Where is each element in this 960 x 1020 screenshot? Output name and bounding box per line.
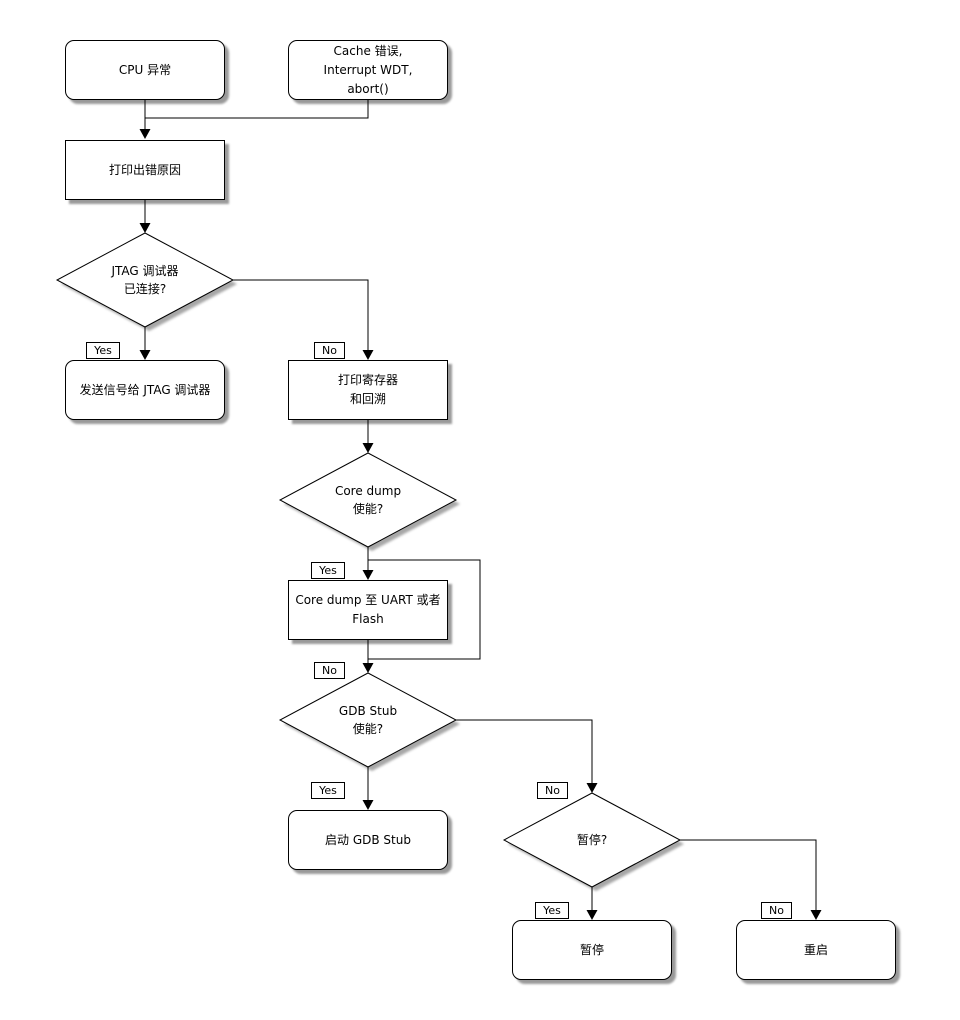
edge-label-halt-no: No: [761, 902, 792, 919]
edge-halt-no: [680, 839, 817, 910]
arrowhead-into-coredump-diamond: [362, 443, 374, 453]
arrowhead-into-jtag-diamond: [139, 223, 151, 233]
edge-label-gdbstub-yes: Yes: [311, 782, 345, 799]
node-send-signal-jtag: 发送信号给 JTAG 调试器: [65, 360, 225, 420]
edge-jtag-no: [233, 279, 369, 350]
node-label: Core dump 至 UART 或者 Flash: [295, 593, 441, 626]
edge-gdbstub-no: [456, 719, 593, 783]
arrowhead-into-print-reason: [139, 129, 151, 139]
arrowhead-into-halt-diamond: [586, 783, 598, 793]
gdbstub-enabled-label: GDB Stub 使能?: [338, 704, 398, 736]
edge-label-jtag-no: No: [314, 342, 345, 359]
edge-label-halt-yes: Yes: [535, 902, 569, 919]
halt-question-label: 暂停?: [576, 833, 608, 847]
gdbstub-enabled-diamond: [278, 672, 458, 768]
node-cpu-exception: CPU 异常: [65, 40, 225, 100]
node-label: 启动 GDB Stub: [325, 832, 411, 847]
node-cache-error: Cache 错误, Interrupt WDT, abort(): [288, 40, 448, 100]
edge-label-gdbstub-no: No: [537, 782, 568, 799]
edge-cache-join: [145, 100, 369, 119]
arrowhead-into-gdbstub-diamond: [362, 663, 374, 673]
node-label: 打印出错原因: [108, 162, 181, 177]
coredump-enabled-diamond: [278, 452, 458, 548]
arrowhead-into-reboot: [810, 910, 822, 920]
jtag-connected-diamond: [55, 232, 235, 328]
edge-label-coredump-no: No: [314, 662, 345, 679]
node-print-reason: 打印出错原因: [65, 140, 225, 200]
node-label: 暂停: [579, 942, 604, 957]
coredump-enabled-label: Core dump 使能?: [334, 484, 402, 516]
edge-coredump-no-bypass: [368, 559, 481, 660]
edge-label-coredump-yes: Yes: [311, 562, 345, 579]
node-label: 重启: [803, 942, 828, 957]
node-coredump-uart-flash: Core dump 至 UART 或者 Flash: [288, 580, 448, 640]
halt-question-diamond: [502, 792, 682, 888]
node-label: CPU 异常: [118, 62, 172, 77]
arrowhead-into-print-registers: [362, 350, 374, 360]
node-halt: 暂停: [512, 920, 672, 980]
node-label: 发送信号给 JTAG 调试器: [79, 382, 211, 397]
arrowhead-into-halt: [586, 910, 598, 920]
node-label: 打印寄存器 和回溯: [337, 373, 398, 406]
node-reboot: 重启: [736, 920, 896, 980]
node-label: Cache 错误, Interrupt WDT, abort(): [323, 43, 413, 96]
node-print-registers: 打印寄存器 和回溯: [288, 360, 448, 420]
arrowhead-into-send-signal: [139, 350, 151, 360]
jtag-connected-label: JTAG 调试器 已连接?: [111, 264, 179, 296]
node-start-gdbstub: 启动 GDB Stub: [288, 810, 448, 870]
edge-label-jtag-yes: Yes: [86, 342, 120, 359]
arrowhead-into-coredump-box: [362, 570, 374, 580]
arrowhead-into-start-gdbstub: [362, 800, 374, 810]
